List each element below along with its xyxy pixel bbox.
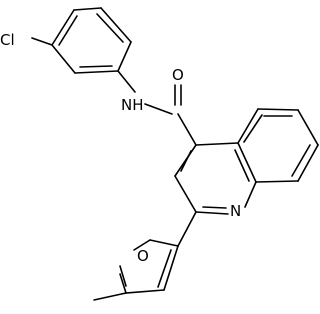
bond [149, 239, 179, 247]
double-bond [234, 149, 250, 182]
bond [125, 289, 165, 294]
bond [174, 175, 197, 213]
bond [177, 113, 197, 146]
atom-n-ring: N [230, 202, 241, 220]
bond [244, 181, 257, 208]
double-bond [157, 249, 172, 288]
bond-methyl [93, 292, 127, 301]
double-bond [96, 13, 124, 43]
bond [73, 7, 102, 11]
quinoline-pyridine-ring [174, 142, 257, 215]
bond [117, 41, 132, 72]
bond [100, 7, 132, 43]
bond [237, 142, 257, 183]
bond [195, 211, 229, 215]
bond [51, 44, 76, 74]
atom-o-furan: O [137, 247, 149, 265]
bond [74, 70, 119, 74]
bond [119, 273, 127, 294]
bond-c-n [117, 70, 136, 93]
bond [257, 108, 299, 111]
double-bond [291, 144, 311, 177]
bond [297, 144, 319, 182]
bond [255, 180, 299, 183]
double-bond [243, 114, 263, 143]
bond [163, 245, 179, 291]
bond [133, 239, 151, 251]
chlorophenyl-ring [51, 7, 132, 74]
atom-cl: Cl [0, 31, 15, 49]
bond-quinoline-furan [177, 211, 197, 247]
bond-n-c [144, 103, 173, 115]
bond [237, 108, 259, 144]
bond-c-cl [31, 37, 53, 46]
double-bond [202, 206, 227, 209]
bond [297, 109, 319, 146]
atom-nh: NH [121, 96, 144, 114]
quinoline-benzo-ring [237, 108, 319, 183]
atom-o-carbonyl: O [172, 66, 184, 84]
double-bond [180, 150, 192, 172]
double-bond [58, 15, 78, 46]
methylfuran-ring [119, 239, 179, 294]
bond [51, 9, 75, 46]
double-bond [79, 65, 113, 68]
bond [195, 142, 239, 146]
double-bond [119, 265, 127, 287]
